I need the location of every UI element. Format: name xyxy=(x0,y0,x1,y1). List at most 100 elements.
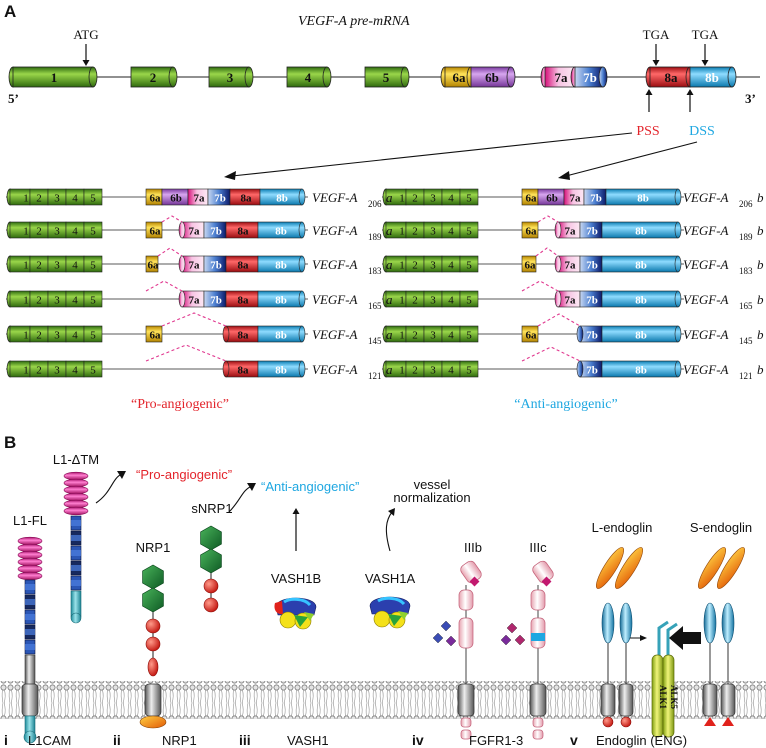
exon-6b-cap xyxy=(506,66,516,88)
isoform-a-4-exon-label-6a: 6a xyxy=(150,330,162,342)
pre-mrna-title: VEGF-A pre-mRNA xyxy=(298,14,410,29)
vash1b-protein xyxy=(274,597,317,630)
isoform-a-0-exon-label-7a: 7a xyxy=(194,193,206,205)
isoform-a-2-rcap xyxy=(298,255,306,273)
isoform-b-5-exon-label-3: 3 xyxy=(430,365,436,377)
isoform-a-2-exon-label-1: 1 xyxy=(23,260,29,272)
isoform-a-3-exon-label-8b: 8b xyxy=(275,295,287,307)
isoform-b-4-splice-0 xyxy=(537,313,581,327)
l1-dtm-fn-hl-2 xyxy=(71,550,81,556)
snrp1-curve-arrow xyxy=(228,485,253,513)
l1-fl-stalk xyxy=(24,654,36,686)
snrp1-b1 xyxy=(203,578,219,594)
isoform-a-4-exon-6a xyxy=(145,325,163,343)
isoform-b-5-exon-label-7b: 7b xyxy=(586,365,598,377)
l1-dtm-fn-hl-0 xyxy=(71,520,81,526)
isoform-a-4-exon-label-5: 5 xyxy=(90,330,96,342)
isoform-a-4-exon-label-8a: 8a xyxy=(238,330,250,342)
isoform-b-1-exon-7a-cap xyxy=(554,221,562,239)
isoform-a-label-0-name: VEGF-A xyxy=(312,190,358,205)
isoform-a-1-exon-7a-cap xyxy=(178,221,186,239)
isoform-a-1-exon-label-1: 1 xyxy=(23,226,29,238)
isoform-b-label-0-suffix: b xyxy=(757,190,764,205)
isoform-a-0-exon-5 xyxy=(83,188,103,206)
isoform-b-1-exon-label-6a: 6a xyxy=(526,226,538,238)
isoform-b-2-exon-label-7b: 7b xyxy=(586,260,598,272)
isoform-b-2-exon-label-6a: 6a xyxy=(525,260,537,272)
isoform-b-label-1-suffix: b xyxy=(757,223,764,238)
anti-angiogenic-label-b: “Anti-angiogenic” xyxy=(261,479,359,494)
section-number-iii: iii xyxy=(239,732,251,748)
isoform-a-5-exon-5 xyxy=(83,360,103,378)
l-endoglin-protein-or2 xyxy=(615,547,643,589)
isoform-a-label-4-subscript: 145 xyxy=(368,336,382,346)
isoform-b-0-exon-label-7b: 7b xyxy=(590,193,602,205)
fgf-ligand-6 xyxy=(514,634,526,646)
isoform-b-1-exon-label-3: 3 xyxy=(430,226,436,238)
isoform-a-0-exon-label-2: 2 xyxy=(36,193,42,205)
isoform-a-1-splice-0 xyxy=(161,215,183,223)
l1-dtm-curve-arrow xyxy=(95,473,123,504)
vash1a-protein xyxy=(369,596,411,629)
l1-dtm-label: L1-ΔTM xyxy=(53,452,99,467)
isoform-b-1-rcap xyxy=(674,221,682,239)
vash1a-protein-yl xyxy=(373,610,391,628)
isoform-a-3-exon-label-7b: 7b xyxy=(210,295,222,307)
isoform-b-4-exon-label-3: 3 xyxy=(430,330,436,342)
l1-fl-fn-hl-3 xyxy=(25,629,35,635)
l1-fl-fn-hl-2 xyxy=(25,614,35,620)
panel-b-letter: B xyxy=(4,433,16,452)
isoform-b-1-exon-label-7b: 7b xyxy=(586,226,598,238)
dss-to-b-arrow xyxy=(565,141,698,177)
isoform-a-2-exon-label-8a: 8a xyxy=(238,260,250,272)
fgfr-iiic xyxy=(529,560,554,740)
section-number-iv: iv xyxy=(412,732,424,748)
l1-dtm-ig-5 xyxy=(63,506,89,516)
atg-label: ATG xyxy=(73,27,98,42)
isoform-a-2-exon-5 xyxy=(83,255,103,273)
exon-6b xyxy=(470,66,516,88)
exon-label-3: 3 xyxy=(227,70,234,85)
s-endoglin-protein-or1 xyxy=(698,547,726,589)
isoform-a-2-exon-label-3: 3 xyxy=(54,260,60,272)
snrp1-curve-head xyxy=(247,483,256,491)
isoform-b-1-exon-label-7a: 7a xyxy=(565,226,577,238)
isoform-b-label-2-suffix: b xyxy=(757,257,764,272)
isoform-b-label-5-name: VEGF-A xyxy=(683,362,729,377)
isoform-b-4-exon-label-5: 5 xyxy=(466,330,472,342)
isoform-a-5-exon-label-3: 3 xyxy=(54,365,60,377)
exon-2-cap xyxy=(168,66,178,88)
isoform-b-4-exon-6a xyxy=(521,325,539,343)
s-endoglin-label: S-endoglin xyxy=(690,520,752,535)
isoform-a-0-exon-label-6b: 6b xyxy=(170,193,182,205)
isoform-a-label-1-suffix: a xyxy=(386,223,393,238)
isoform-b-4-exon-label-2: 2 xyxy=(412,330,418,342)
s-endoglin-protein-or2 xyxy=(717,547,745,589)
isoform-b-0-exon-label-7a: 7a xyxy=(570,193,582,205)
isoform-b-1-splice-0 xyxy=(537,215,559,223)
alk1-label: ALK1 xyxy=(658,685,668,710)
isoform-b-4-exon-label-1: 1 xyxy=(399,330,405,342)
s-endoglin-protein-bl1 xyxy=(703,602,717,644)
isoform-a-0-exon-label-8b: 8b xyxy=(276,193,288,205)
fgfr-iiib-k2 xyxy=(460,729,472,740)
pss-to-a-arrow xyxy=(231,132,633,177)
isoform-b-label-5-suffix: b xyxy=(757,362,764,377)
isoform-b-3-exon-label-8b: 8b xyxy=(635,295,647,307)
isoform-a-2-exon-label-7a: 7a xyxy=(189,260,201,272)
cell-membrane xyxy=(0,681,766,719)
l-endoglin-small-arrow-head xyxy=(640,635,647,641)
l1-fl-ig-1 xyxy=(17,543,43,553)
pss-arrow-head xyxy=(645,89,653,95)
alk5-label: ALK5 xyxy=(669,685,679,710)
exon-label-2: 2 xyxy=(150,70,157,85)
l1-dtm-ig-1 xyxy=(63,478,89,488)
isoform-a-5-exon-label-5: 5 xyxy=(90,365,96,377)
isoform-a-label-1-subscript: 189 xyxy=(368,232,382,242)
isoform-a-3-exon-7a-cap xyxy=(178,290,186,308)
vash1b-protein-shine xyxy=(283,597,312,607)
exon-label-5: 5 xyxy=(383,70,390,85)
isoform-b-0-exon-label-2: 2 xyxy=(412,193,418,205)
isoform-a-0-exon-label-8a: 8a xyxy=(241,193,253,205)
alk5-body xyxy=(662,654,675,738)
